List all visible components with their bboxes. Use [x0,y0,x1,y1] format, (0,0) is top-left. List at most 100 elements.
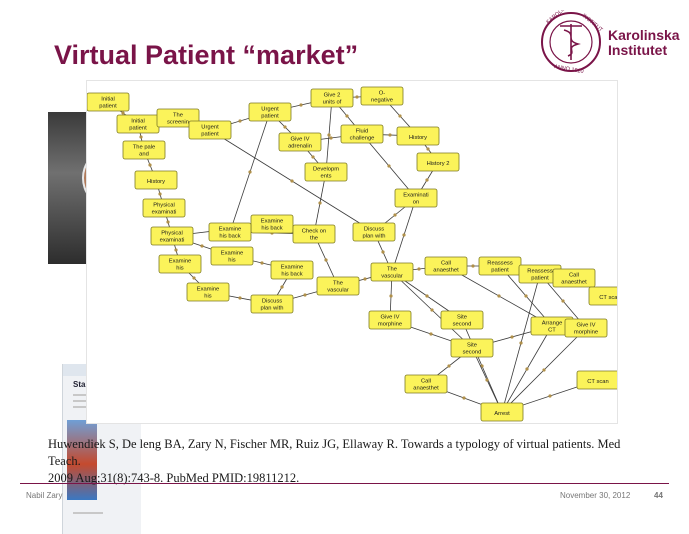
diagram-node-label: plan with [363,234,386,240]
diagram-node-label: vascular [381,274,403,280]
diagram-node-label: challenge [350,136,375,142]
edge-midpoint-dot [121,111,125,115]
diagram-node[interactable]: History [396,126,440,146]
edge-midpoint-dot [393,213,397,217]
edge-midpoint-dot [324,258,328,262]
diagram-node[interactable]: CT scan [576,370,620,390]
edge-midpoint-dot [238,296,242,300]
edge-midpoint-dot [389,294,393,298]
diagram-node-label: Call [569,273,579,279]
diagram-node-box [134,170,178,190]
edge-midpoint-dot [471,264,475,268]
diagram-node-box [304,162,348,182]
diagram-node[interactable]: O-negative [360,86,404,106]
edge-midpoint-dot [311,155,315,159]
diagram-node-label: vascular [327,288,349,294]
edge-midpoint-dot [290,179,294,183]
edge-midpoint-dot [363,277,367,281]
edge-midpoint-dot [447,364,451,368]
diagram-node-box [552,268,596,288]
diagram-node-label: anaesthet [561,280,587,286]
diagram-node-label: second [463,350,482,356]
diagram-node-box [450,338,494,358]
edge-midpoint-dot [238,119,242,123]
edge-midpoint-dot [561,299,565,303]
diagram-node-box [394,188,438,208]
diagram-node-label: The pale [133,145,156,151]
diagram-node-box [360,86,404,106]
diagram-node-label: Examine [197,287,220,293]
diagram-node-box [424,256,468,276]
edge-midpoint-dot [398,114,402,118]
diagram-node-label: The [173,113,183,119]
diagram-node[interactable]: History 2 [416,152,460,172]
edge-midpoint-dot [542,368,546,372]
diagram-node-box [368,310,412,330]
diagram-node-label: Site [457,315,467,321]
diagram-node-box [158,254,202,274]
edge-midpoint-dot [200,244,204,248]
diagram-node-label: his back [281,272,302,278]
diagram-node-label: Reassess [527,269,553,275]
footer-date: November 30, 2012 [560,491,631,500]
diagram-node-box [188,120,232,140]
screenshot-start-title: Start [73,380,92,389]
edge-midpoint-dot [248,170,252,174]
diagram-node-box [352,222,396,242]
diagram-node-label: and [139,152,149,158]
svg-text:ANNO 1810: ANNO 1810 [554,64,584,74]
diagram-node-label: his [204,294,212,300]
diagram-node-label: Reassess [487,261,513,267]
diagram-node-label: his [176,266,184,272]
diagram-node-box [150,226,194,246]
edge-midpoint-dot [158,192,162,196]
edge-midpoint-dot [303,293,307,297]
diagram-node[interactable]: CT scan [588,286,632,306]
edge-midpoint-dot [497,294,501,298]
diagram-node-label: Arrest [494,411,510,417]
diagram-node[interactable]: History [134,170,178,190]
diagram-node-label: Examine [261,219,284,225]
diagram-node-label: negative [371,98,393,104]
diagram-node-box [250,294,294,314]
diagram-node-box [122,140,166,160]
diagram-node-label: patient [531,276,549,282]
edge-midpoint-dot [510,335,514,339]
diagram-node-label: second [453,322,472,328]
diagram-node[interactable]: Arrest [480,402,524,422]
